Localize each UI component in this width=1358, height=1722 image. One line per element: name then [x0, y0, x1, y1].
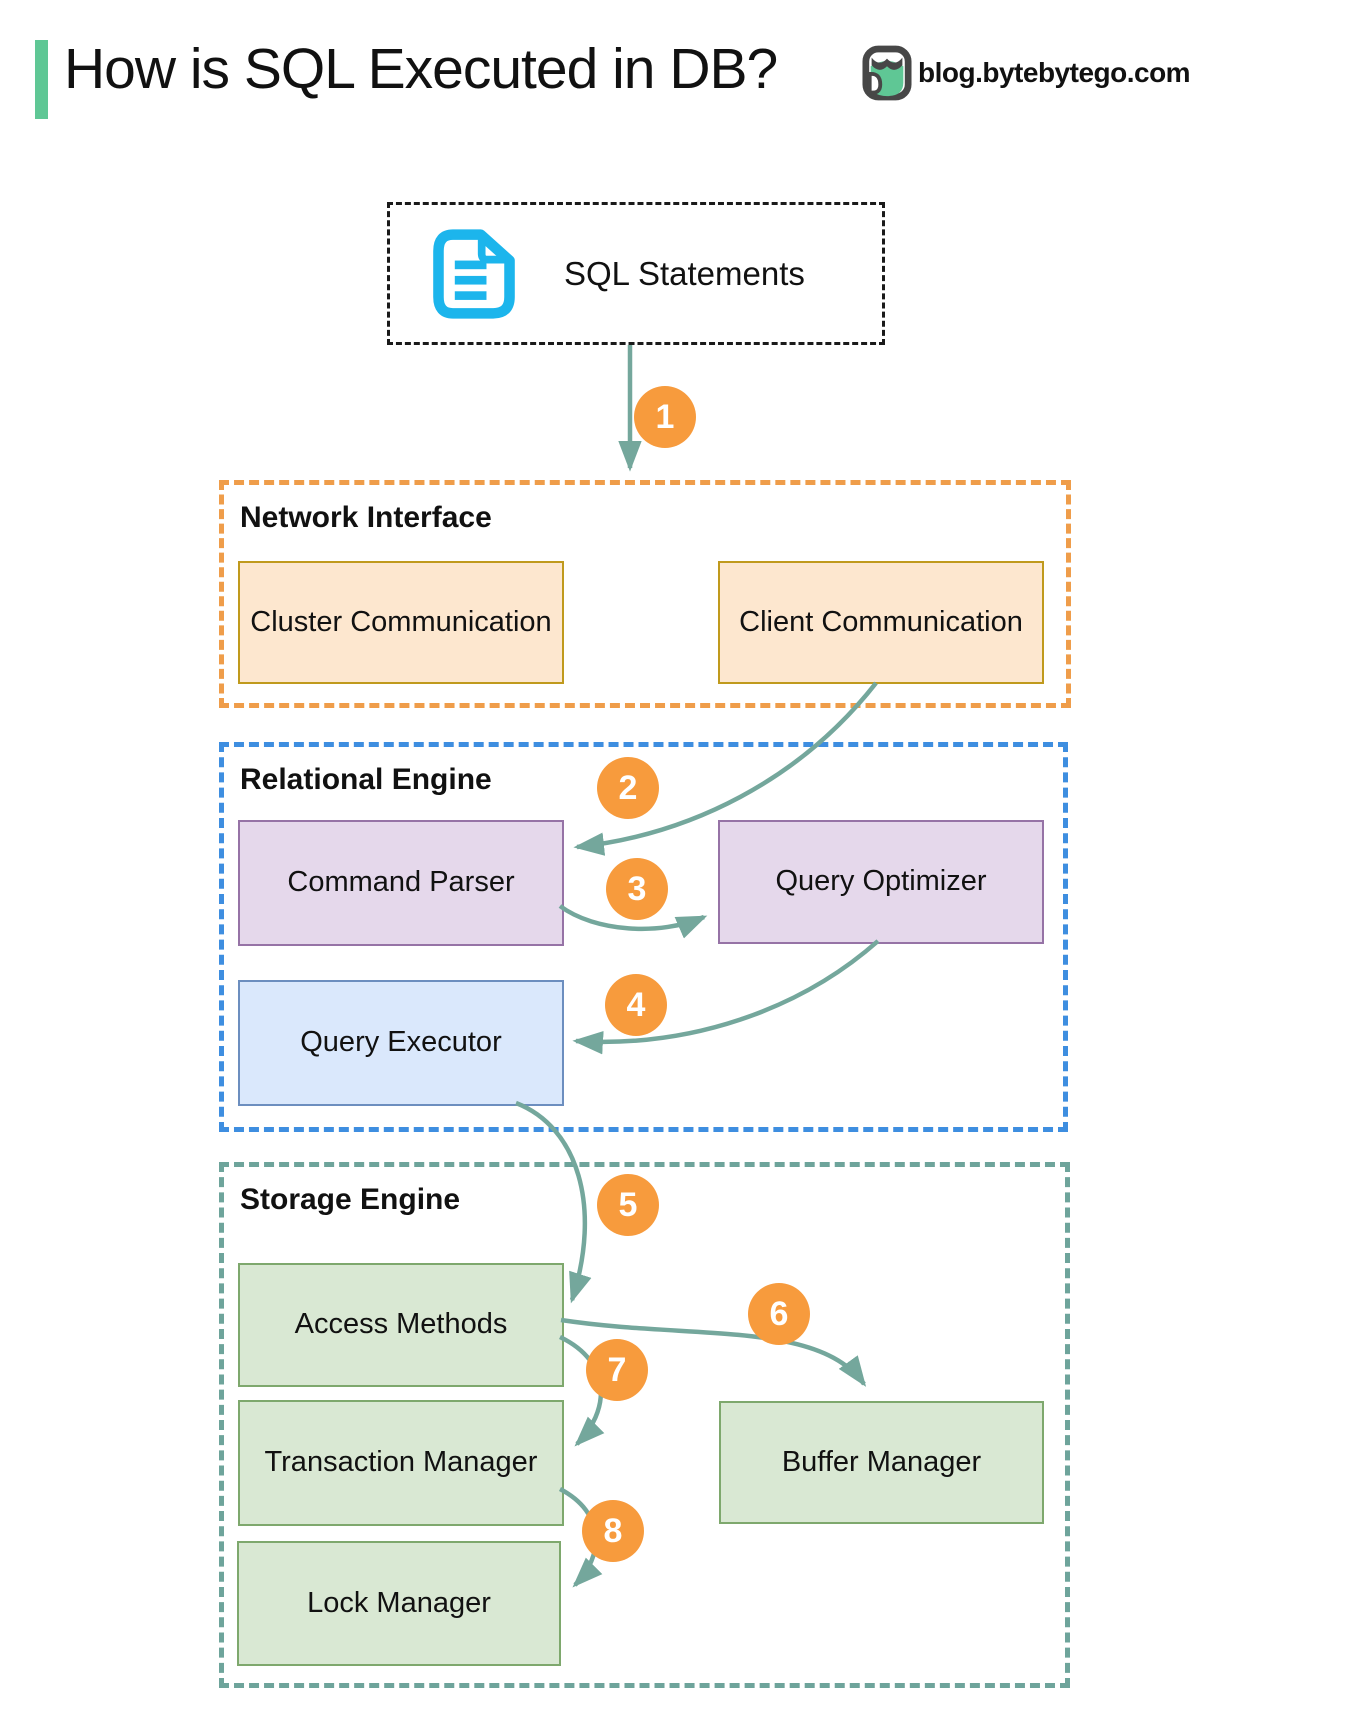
title-accent-bar [35, 40, 48, 119]
relational-engine-label: Relational Engine [240, 763, 492, 796]
bytebytego-logo-icon [862, 45, 912, 101]
buffer-manager-node: Buffer Manager [719, 1401, 1044, 1524]
step-badge-8: 8 [582, 1500, 644, 1562]
step-badge-2: 2 [597, 757, 659, 819]
network-interface-label: Network Interface [240, 501, 492, 534]
step-badge-1: 1 [634, 386, 696, 448]
client-communication-node: Client Communication [718, 561, 1044, 684]
cluster-communication-node: Cluster Communication [238, 561, 564, 684]
access-methods-node: Access Methods [238, 1263, 564, 1387]
storage-engine-label: Storage Engine [240, 1183, 461, 1216]
query-optimizer-node: Query Optimizer [718, 820, 1044, 944]
storage-engine-container: Storage Engine [219, 1162, 1070, 1688]
sql-statements-label: SQL Statements [564, 254, 805, 292]
command-parser-node: Command Parser [238, 820, 564, 946]
step-badge-4: 4 [605, 974, 667, 1036]
document-icon [433, 228, 515, 319]
step-badge-5: 5 [597, 1174, 659, 1236]
query-executor-node: Query Executor [238, 980, 564, 1106]
brand-url: blog.bytebytego.com [918, 57, 1191, 88]
step-badge-7: 7 [586, 1339, 648, 1401]
step-badge-6: 6 [748, 1283, 810, 1345]
lock-manager-node: Lock Manager [237, 1541, 561, 1666]
transaction-manager-node: Transaction Manager [238, 1400, 564, 1526]
brand: blog.bytebytego.com [862, 44, 1191, 102]
step-badge-3: 3 [606, 858, 668, 920]
page-title: How is SQL Executed in DB? [64, 37, 778, 101]
sql-statements-box: SQL Statements [387, 202, 885, 345]
